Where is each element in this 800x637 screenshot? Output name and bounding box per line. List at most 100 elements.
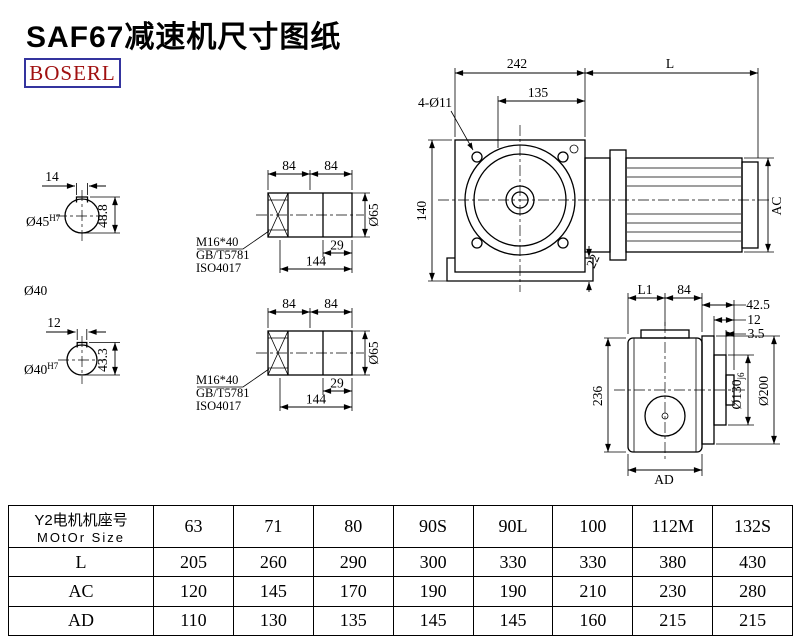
dim-label-84-right: 84 [324, 296, 338, 311]
centerline [58, 336, 106, 384]
table-cell: 110 [153, 605, 234, 637]
keyway-slot [76, 341, 88, 348]
boserl-logo: BOSERL [24, 58, 121, 88]
standard-iso-label: ISO4017 [196, 399, 241, 413]
table-header-motor-size: Y2电机机座号 MOtOr Size [8, 505, 154, 548]
dia-label-65: Ø65 [366, 341, 381, 364]
table-cell: 280 [712, 576, 793, 607]
extension-lines [267, 170, 370, 273]
table-cell: 135 [312, 605, 394, 637]
table-row-AD: AD 110 130 135 145 145 160 215 215 [8, 605, 793, 637]
table-cell: 215 [712, 605, 793, 637]
dim-label-84-left: 84 [282, 158, 296, 173]
bolt-hole [471, 151, 483, 163]
shaft-bore-inner-circle [511, 191, 529, 209]
table-cell: 145 [392, 605, 474, 637]
shaft-side-view-top: 84 84 29 144 Ø65 M16*40 GB/T5781 ISO4017 [196, 158, 381, 275]
housing-foot [446, 257, 594, 282]
dim-label-29: 29 [330, 376, 344, 391]
table-cell: 63 [153, 505, 234, 548]
table-cell: 132S [712, 505, 793, 548]
table-cell: 90L [472, 505, 554, 548]
bore-circle-40 [66, 344, 98, 376]
bolt-holes-leader [450, 110, 474, 151]
dim-label-84-left: 84 [282, 296, 296, 311]
dim-label-L1: L1 [638, 282, 653, 297]
table-cell: 205 [153, 546, 234, 578]
motor-fins [627, 167, 741, 242]
dia-label-45h7: Ø45H7 [26, 213, 61, 229]
dim-label-12: 12 [747, 312, 761, 327]
dim-label-135: 135 [528, 85, 549, 100]
table-cell: 100 [552, 505, 634, 548]
bolt-head-lines [267, 330, 289, 376]
dim-label-84: 84 [677, 282, 691, 297]
table-cell: 260 [232, 546, 314, 578]
motor-flange-ring [609, 149, 627, 261]
table-cell: 300 [392, 546, 474, 578]
lifting-hole [569, 144, 579, 154]
table-cell: 145 [232, 576, 314, 607]
dia-label-130j6: Ø130j6 [729, 372, 746, 410]
dim-label-144: 144 [306, 392, 327, 407]
bolt-hole [557, 151, 569, 163]
row-label: AC [8, 576, 154, 607]
table-row-AC: AC 120 145 170 190 190 210 230 280 [8, 576, 793, 607]
dim-label-12: 12 [47, 315, 61, 330]
shaft-body [267, 330, 353, 376]
table-cell: 80 [312, 505, 394, 548]
table-cell: 120 [153, 576, 234, 607]
shaft-body [267, 192, 353, 238]
extension-lines [267, 308, 370, 411]
dim-label-236: 236 [590, 386, 605, 407]
standard-gb-label: GB/T5781 [196, 248, 249, 262]
flange-inner-circle [473, 153, 567, 247]
bolt-holes-label: 4-Ø11 [418, 95, 452, 110]
inspection-cover [644, 395, 686, 437]
bolt-label: M16*40 [196, 235, 238, 249]
table-cell: 130 [232, 605, 314, 637]
dim-label-84-right: 84 [324, 158, 338, 173]
shaft-side-view-bottom: 84 84 29 144 Ø65 M16*40 GB/T5781 ISO4017 [196, 296, 381, 413]
extension-lines [76, 329, 120, 376]
dia-label-200: Ø200 [756, 376, 771, 406]
bore-circle-45 [64, 198, 100, 234]
row-label: AD [8, 605, 154, 637]
bore-end-view-45: 14 Ø45H7 48.8 [26, 169, 120, 242]
dim-label-AC: AC [769, 197, 784, 216]
bolt-head-lines [267, 192, 289, 238]
bolt-leader-line [197, 230, 270, 250]
table-cell: 190 [472, 576, 554, 607]
gearbox-front-view: 242 L 135 4-Ø11 140 22 AC [414, 56, 784, 292]
table-cell: 190 [392, 576, 474, 607]
motor-size-label-en: MOtOr Size [37, 529, 125, 545]
table-cell: 90S [392, 505, 474, 548]
centerline [614, 322, 745, 462]
row-label: L [8, 546, 154, 578]
table-cell: 210 [552, 576, 634, 607]
motor-size-label-cn: Y2电机机座号 [34, 511, 128, 529]
page-title: SAF67减速机尺寸图纸 [26, 21, 342, 54]
bore-end-view-40: 12 Ø40H7 43.3 [24, 315, 120, 384]
dim-label-3-5: 3.5 [748, 326, 765, 341]
dim-label-48-8: 48.8 [95, 204, 110, 228]
table-cell: 330 [552, 546, 634, 578]
table-row-L: L 205 260 290 300 330 330 380 430 [8, 546, 793, 578]
dimension-table: Y2电机机座号 MOtOr Size 63 71 80 90S 90L 100 … [8, 505, 793, 637]
motor-body [625, 157, 743, 253]
keyway-slot [75, 196, 89, 203]
table-cell: 71 [232, 505, 314, 548]
technical-drawing: 14 Ø45H7 48.8 Ø40 12 Ø40H7 43.3 84 84 29… [24, 56, 784, 487]
dim-label-140: 140 [414, 201, 429, 222]
dim-label-14: 14 [45, 169, 59, 184]
standard-gb-label: GB/T5781 [196, 386, 249, 400]
table-header-row: Y2电机机座号 MOtOr Size 63 71 80 90S 90L 100 … [8, 505, 793, 548]
bolt-leader-line [197, 368, 270, 388]
table-cell: 145 [472, 605, 554, 637]
standard-iso-label: ISO4017 [196, 261, 241, 275]
dim-label-242: 242 [507, 56, 527, 71]
gearbox-side-view: L1 84 42.5 12 3.5 236 Ø130j6 Ø200 AD [590, 282, 780, 487]
table-cell: 230 [632, 576, 714, 607]
motor-fan-cover [741, 161, 759, 249]
boserl-logo-text: BOSERL [29, 60, 116, 85]
